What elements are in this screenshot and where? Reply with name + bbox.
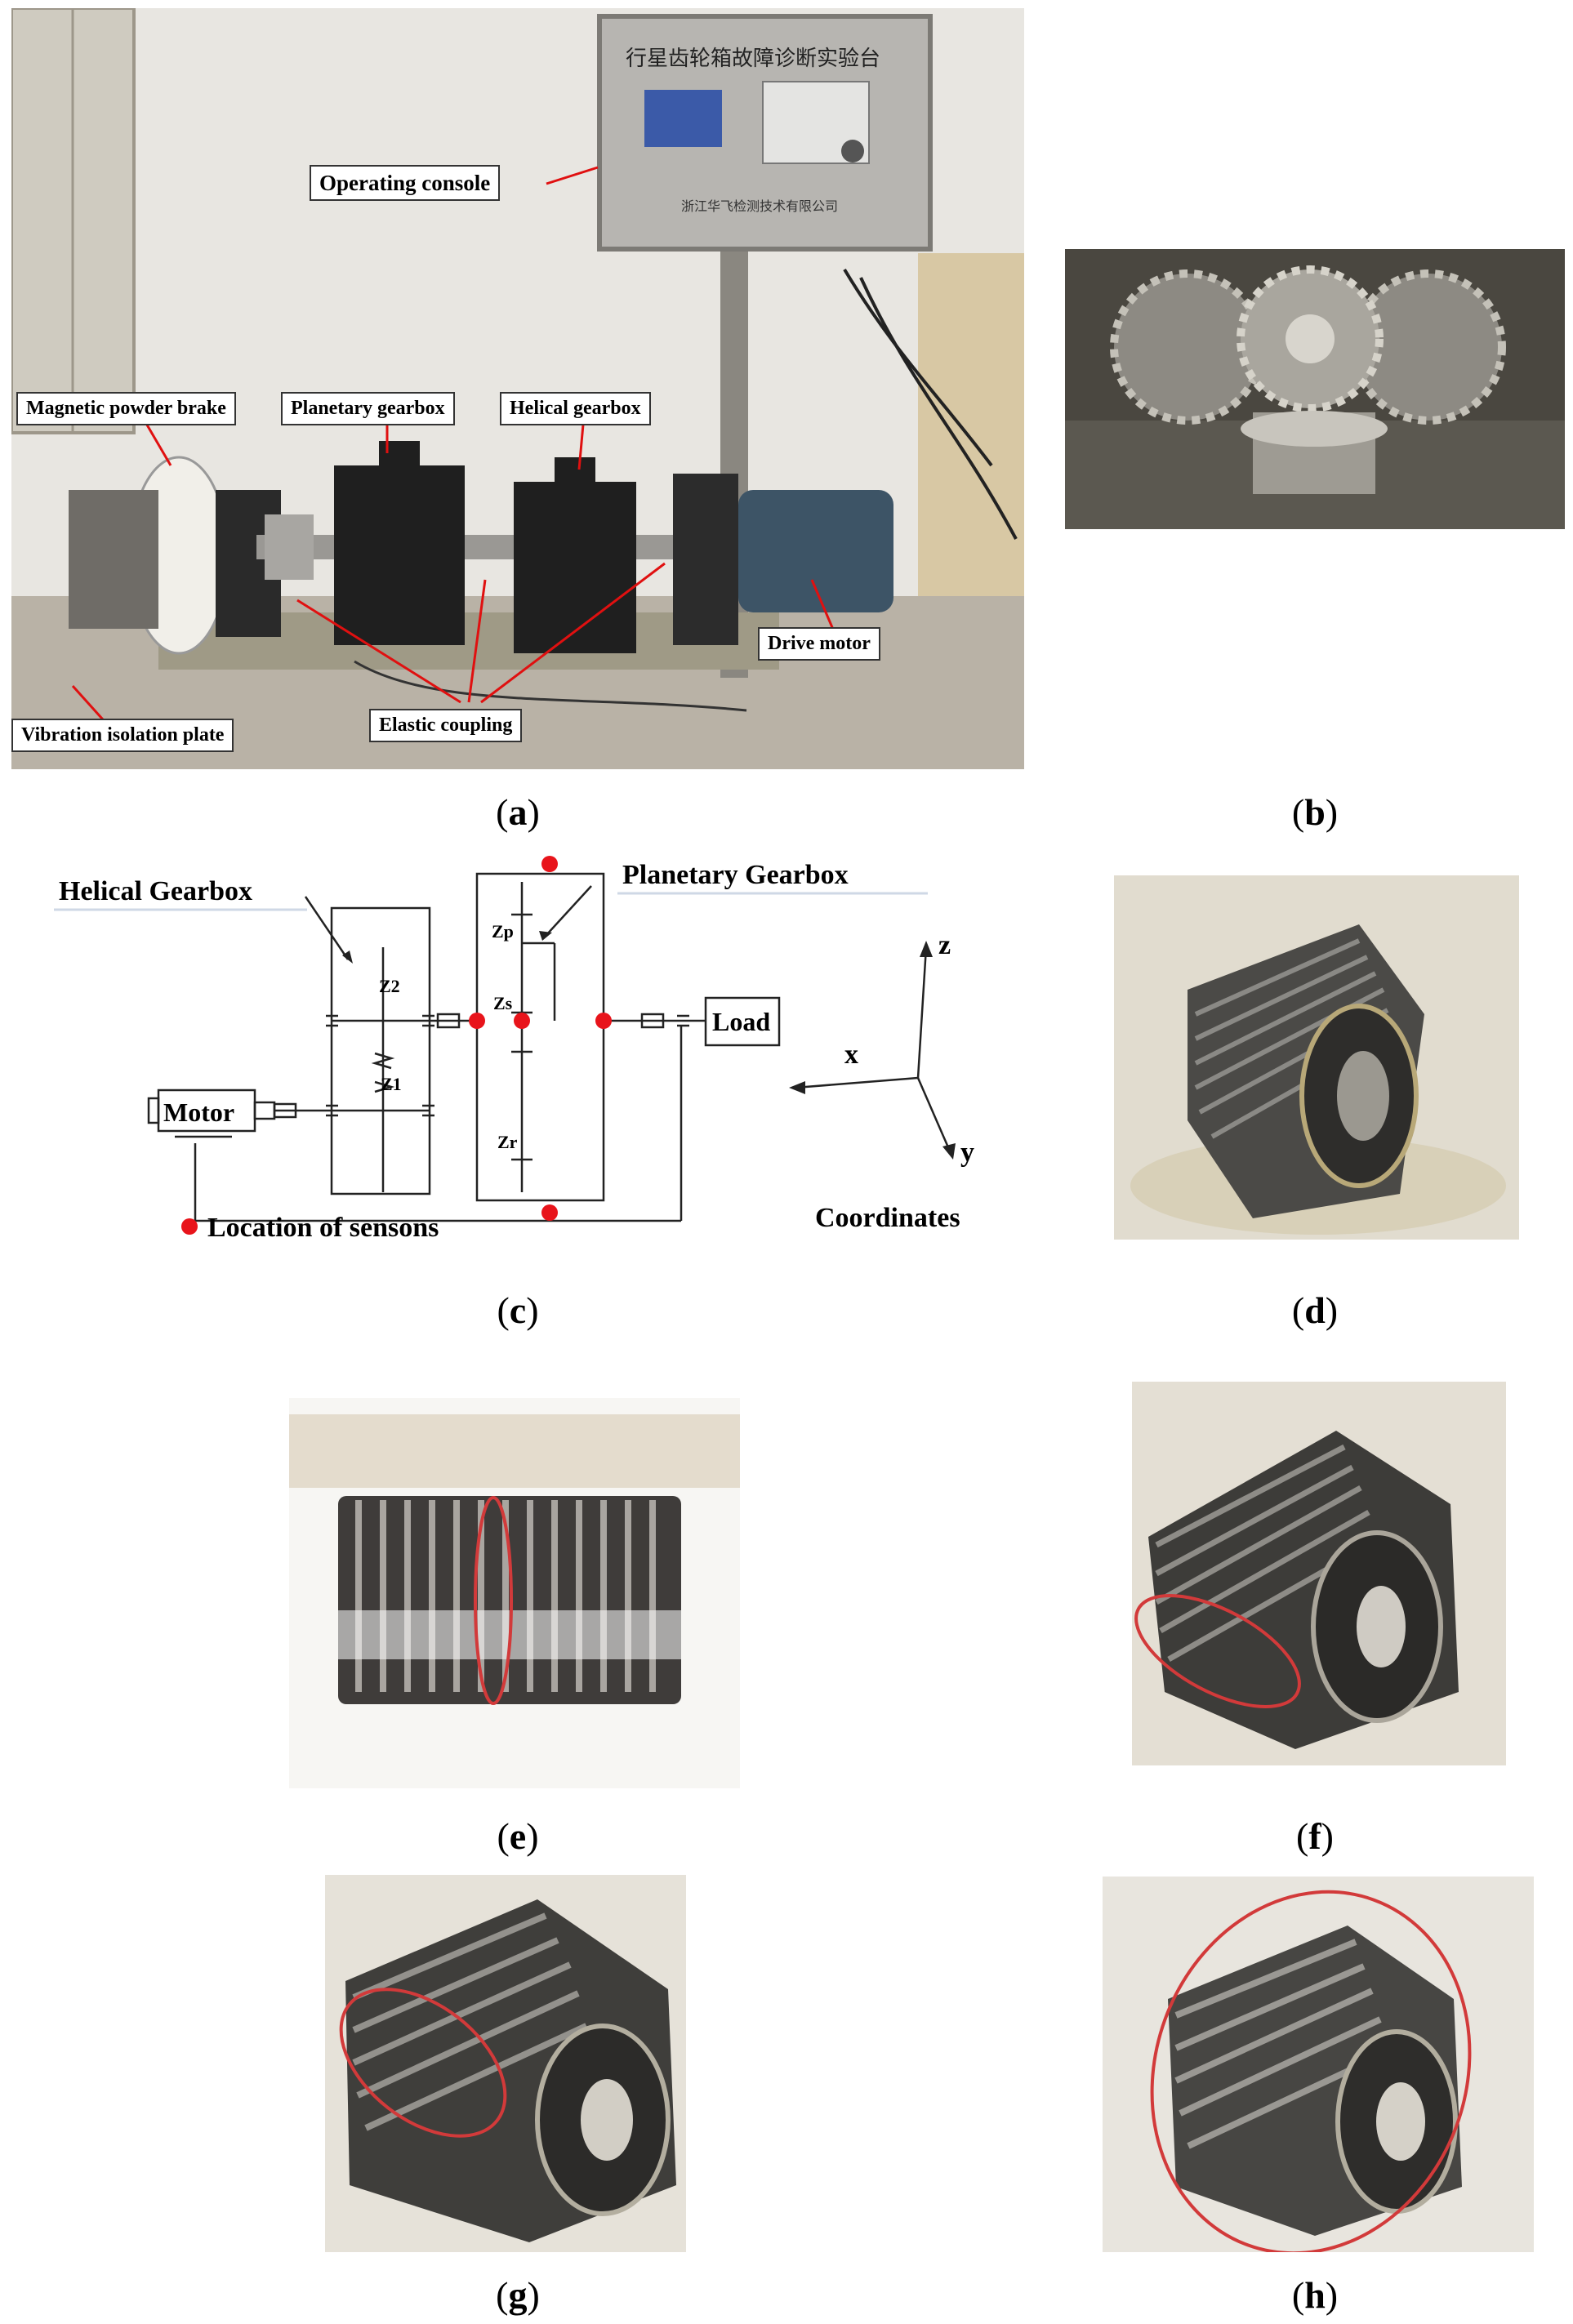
schematic-label-load: Load	[712, 1007, 770, 1036]
panel-h-multiple-fault-photo	[1103, 1877, 1534, 2252]
schematic-label-planetary-gearbox: Planetary Gearbox	[622, 860, 849, 890]
caption-g: (g)	[496, 2274, 540, 2316]
console-title-text: 行星齿轮箱故障诊断实验台	[626, 47, 880, 70]
broken-gear-illustration	[1132, 1382, 1506, 1765]
test-rig-illustration: 行星齿轮箱故障诊断实验台 浙江华飞检测技术有限公司	[11, 8, 1024, 769]
label-drive-motor: Drive motor	[758, 627, 880, 661]
panel-c-transmission-schematic: Helical Gearbox Planetary Gearbox Motor …	[11, 849, 1040, 1258]
cracked-gear-illustration	[289, 1398, 740, 1788]
multi-fault-gear-illustration	[1103, 1877, 1534, 2252]
panel-b-planetary-gears-photo	[1065, 249, 1565, 529]
panel-a-test-rig-photo: 行星齿轮箱故障诊断实验台 浙江华飞检测技术有限公司	[11, 8, 1024, 769]
schematic-label-zr: Zr	[497, 1132, 518, 1152]
axis-label-z: z	[938, 930, 951, 960]
schematic-label-zs: Zs	[493, 993, 513, 1013]
caption-c: (c)	[497, 1289, 539, 1331]
label-planetary-gearbox: Planetary gearbox	[281, 392, 455, 425]
label-helical-gearbox: Helical gearbox	[500, 392, 651, 425]
label-vibration-isolation-plate: Vibration isolation plate	[11, 719, 234, 752]
axis-label-x: x	[844, 1040, 858, 1070]
axis-label-y: y	[960, 1138, 974, 1168]
caption-e: (e)	[497, 1815, 539, 1857]
caption-a: (a)	[496, 791, 540, 833]
caption-b: (b)	[1291, 791, 1339, 833]
schematic-label-z1: Z1	[381, 1074, 402, 1094]
schematic-label-helical-gearbox: Helical Gearbox	[59, 876, 252, 906]
panel-g-worn-tooth-photo	[325, 1875, 686, 2252]
schematic-label-zp: Zp	[492, 921, 514, 942]
console-footer-text: 浙江华飞检测技术有限公司	[681, 199, 838, 214]
planetary-gear-illustration	[1065, 249, 1565, 529]
schematic-drawing: Helical Gearbox Planetary Gearbox Motor …	[54, 856, 974, 1243]
caption-d: (d)	[1291, 1289, 1339, 1331]
panel-e-cracked-tooth-photo	[289, 1398, 740, 1788]
schematic-label-z2: Z2	[379, 976, 400, 996]
caption-h: (h)	[1291, 2274, 1339, 2316]
panel-d-healthy-gear-photo	[1114, 875, 1519, 1240]
healthy-gear-illustration	[1114, 875, 1519, 1240]
label-magnetic-powder-brake: Magnetic powder brake	[16, 392, 236, 425]
coordinates-label: Coordinates	[815, 1203, 960, 1233]
schematic-sensor-legend: Location of sensons	[207, 1213, 439, 1243]
label-elastic-coupling: Elastic coupling	[369, 709, 523, 742]
caption-f: (f)	[1296, 1815, 1334, 1857]
schematic-label-motor: Motor	[163, 1097, 234, 1127]
panel-f-broken-tooth-photo	[1132, 1382, 1506, 1765]
worn-gear-illustration	[325, 1875, 686, 2252]
label-operating-console: Operating console	[310, 165, 501, 202]
